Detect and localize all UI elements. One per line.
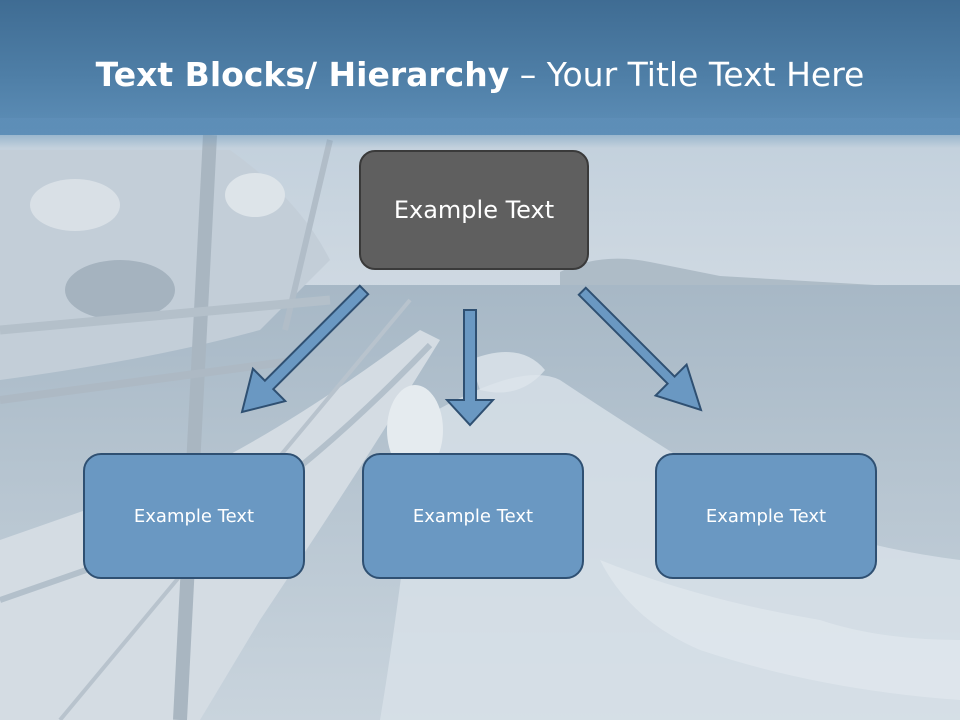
title-bold-part: Text Blocks/ Hierarchy [95, 55, 510, 94]
title-normal-part: Your Title Text Here [546, 55, 865, 94]
child-box-left: Example Text [83, 453, 305, 579]
child-box-middle: Example Text [362, 453, 584, 579]
child-box-label: Example Text [412, 505, 534, 527]
slide-title: Text Blocks/ Hierarchy – Your Title Text… [0, 52, 960, 98]
arrow-to-right-box [577, 286, 703, 412]
title-band-fade [0, 118, 960, 148]
top-box-label: Example Text [393, 196, 555, 224]
child-box-label: Example Text [133, 505, 255, 527]
title-separator: – [509, 55, 547, 94]
child-box-label: Example Text [705, 505, 827, 527]
child-box-right: Example Text [655, 453, 877, 579]
arrow-to-middle-box [444, 309, 496, 427]
title-band [0, 0, 960, 135]
arrow-to-left-box [240, 284, 370, 414]
top-box: Example Text [359, 150, 589, 270]
